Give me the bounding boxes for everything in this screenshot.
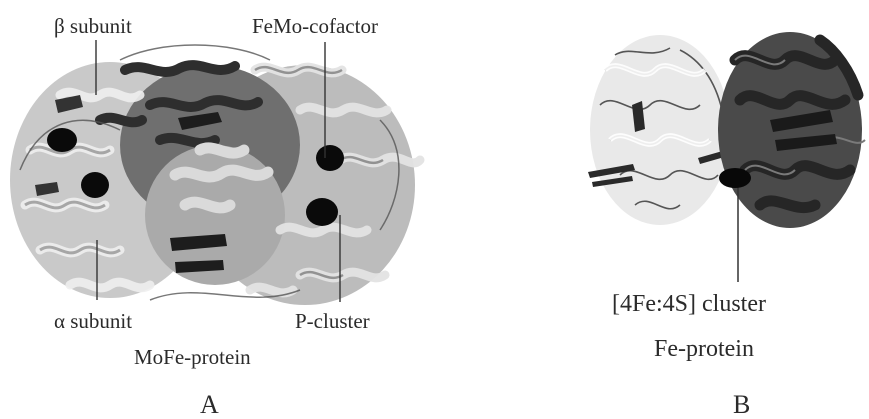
femo-cofactor-label: FeMo-cofactor [252,16,378,37]
panel-a-structure [10,40,420,305]
panel-b-structure [588,32,865,282]
beta-subunit-label: β subunit [54,16,132,37]
fe-protein-label: Fe-protein [654,337,754,361]
alpha-subunit-label: α subunit [54,311,132,332]
mofe-protein-label: MoFe-protein [134,347,251,368]
panel-b-letter: B [733,392,750,418]
p-cluster-label: P-cluster [295,311,370,332]
cluster-label: [4Fe:4S] cluster [612,292,766,316]
panel-a-letter: A [200,392,219,418]
